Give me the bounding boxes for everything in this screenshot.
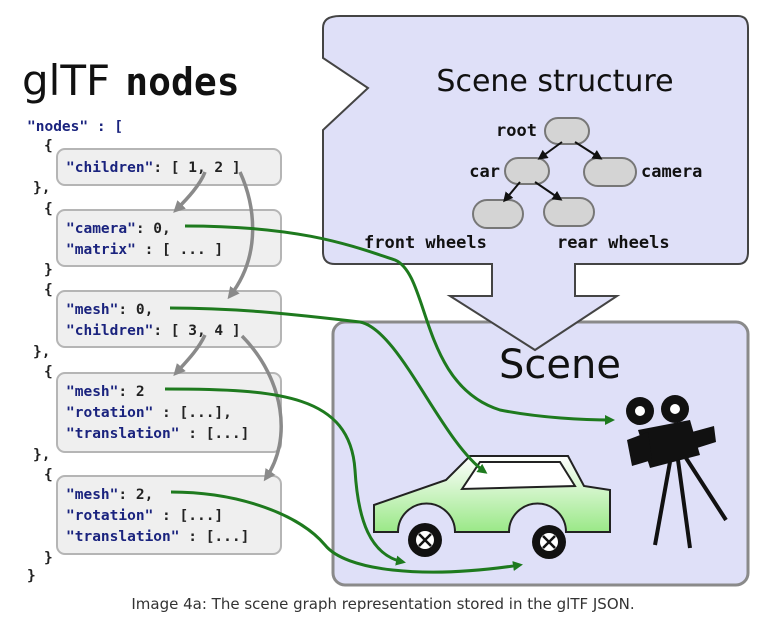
node-box-2 <box>56 290 282 348</box>
svg-text:"rotation" : [...],: "rotation" : [...], <box>66 405 232 421</box>
child-arrow-2 <box>227 171 255 300</box>
tree-node-root <box>544 117 590 145</box>
label-car: car <box>469 162 500 182</box>
brace-open-4: { <box>44 467 53 483</box>
label-rear-wheels: rear wheels <box>557 233 670 253</box>
child-arrow-1 <box>173 171 207 213</box>
figure-caption: Image 4a: The scene graph representation… <box>131 595 635 613</box>
edge-car-front <box>503 181 521 203</box>
tree-node-camera <box>583 157 637 187</box>
car-icon <box>373 455 611 559</box>
node-text-1: "camera": 0, "matrix" : [ ... ] <box>66 221 223 258</box>
brace-open-3: { <box>44 364 53 380</box>
svg-text:"mesh": 2: "mesh": 2 <box>66 384 145 400</box>
brace-close-1: } <box>44 262 53 278</box>
brace-close-3: }, <box>33 447 50 463</box>
movie-camera-icon <box>626 395 728 549</box>
main-title: glTF nodes <box>22 56 240 105</box>
node-box-0 <box>56 148 282 186</box>
child-arrow-3 <box>173 334 207 376</box>
brace-close-4: } <box>44 550 53 566</box>
mesh2-front-ref-arrow <box>164 387 406 566</box>
label-camera: camera <box>641 162 702 182</box>
title-suffix: nodes <box>125 60 239 104</box>
brace-open-1: { <box>44 201 53 217</box>
mesh0-ref-arrow <box>169 306 488 474</box>
node-text-4: "mesh": 2, "rotation" : [...] "translati… <box>66 487 249 545</box>
node-text-2: "mesh": 0, "children": [ 3, 4 ] <box>66 302 241 339</box>
node-text-0: "children": [ 1, 2 ] <box>66 160 241 176</box>
json-close: } <box>27 568 36 584</box>
brace-open-2: { <box>44 282 53 298</box>
svg-text:"translation" : [...]: "translation" : [...] <box>66 529 249 545</box>
tree-node-front-wheels <box>472 199 524 229</box>
json-open: "nodes" : [ <box>27 119 123 135</box>
svg-text:"matrix" : [ ... ]: "matrix" : [ ... ] <box>66 242 223 258</box>
node-box-1 <box>56 209 282 267</box>
edge-root-car <box>537 141 563 160</box>
label-root: root <box>496 121 537 141</box>
label-front-wheels: front wheels <box>364 233 487 253</box>
edge-root-camera <box>574 141 603 160</box>
mesh2-rear-ref-arrow <box>170 490 523 574</box>
svg-text:"rotation" : [...]: "rotation" : [...] <box>66 508 223 524</box>
svg-text:"mesh": 2,: "mesh": 2, <box>66 487 153 503</box>
scene-structure-title: Scene structure <box>436 64 673 99</box>
camera-ref-arrow <box>184 224 615 425</box>
svg-text:"mesh": 0,: "mesh": 0, <box>66 302 153 318</box>
scene-title: Scene <box>499 342 621 388</box>
svg-text:"children": [ 1, 2 ]: "children": [ 1, 2 ] <box>66 160 241 176</box>
child-arrow-4 <box>240 334 283 482</box>
node-text-3: "mesh": 2 "rotation" : [...], "translati… <box>66 384 249 442</box>
svg-text:"camera": 0,: "camera": 0, <box>66 221 171 237</box>
svg-text:"translation" : [...]: "translation" : [...] <box>66 426 249 442</box>
title-prefix: glTF <box>22 56 110 105</box>
brace-close-2: }, <box>33 344 50 360</box>
svg-text:"children": [ 3, 4 ]: "children": [ 3, 4 ] <box>66 323 241 339</box>
edge-car-rear <box>534 181 563 201</box>
brace-close-0: }, <box>33 180 50 196</box>
tree-node-car <box>504 157 550 185</box>
brace-open-0: { <box>44 138 53 154</box>
tree-node-rear-wheels <box>543 197 595 227</box>
